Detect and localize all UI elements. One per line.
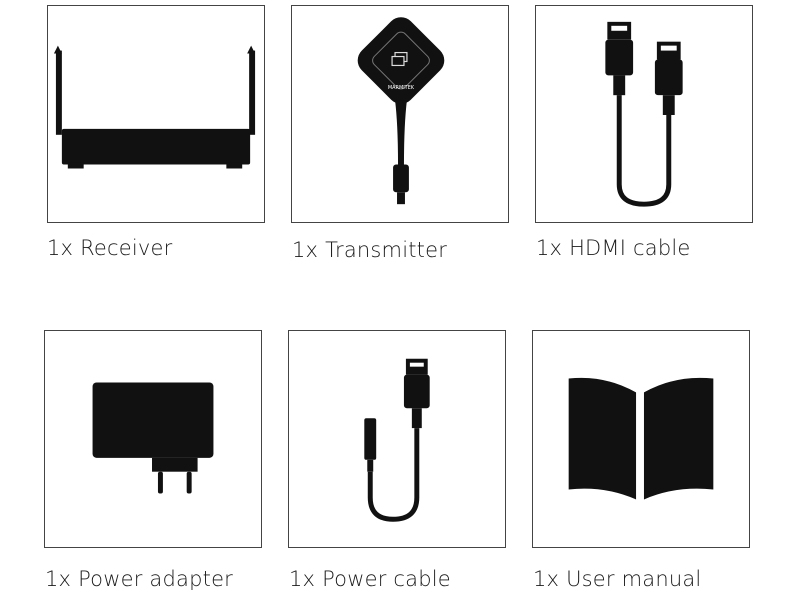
power-cable-item — [288, 330, 506, 548]
user-manual-label: 1x User manual — [533, 567, 702, 591]
book-icon — [568, 377, 714, 500]
power-adapter-label: 1x Power adapter — [45, 567, 234, 591]
power-cable-icon — [364, 358, 430, 522]
user-manual-item — [532, 330, 750, 548]
hdmi-cable-label: 1x HDMI cable — [536, 236, 691, 260]
receiver-label: 1x Receiver — [47, 236, 173, 260]
transmitter-icon: MARMITEK — [357, 17, 445, 205]
hdmi-cable-item — [535, 5, 753, 223]
power-adapter-item — [44, 330, 262, 548]
logo-text: MARMITEK — [388, 85, 415, 91]
power-adapter-icon — [92, 382, 214, 494]
hdmi-cable-icon — [605, 21, 683, 207]
transmitter-item: MARMITEK — [291, 5, 509, 223]
router-icon — [53, 45, 256, 169]
receiver-item — [47, 5, 265, 223]
power-cable-label: 1x Power cable — [289, 567, 451, 591]
transmitter-label: 1x Transmitter — [292, 238, 448, 262]
